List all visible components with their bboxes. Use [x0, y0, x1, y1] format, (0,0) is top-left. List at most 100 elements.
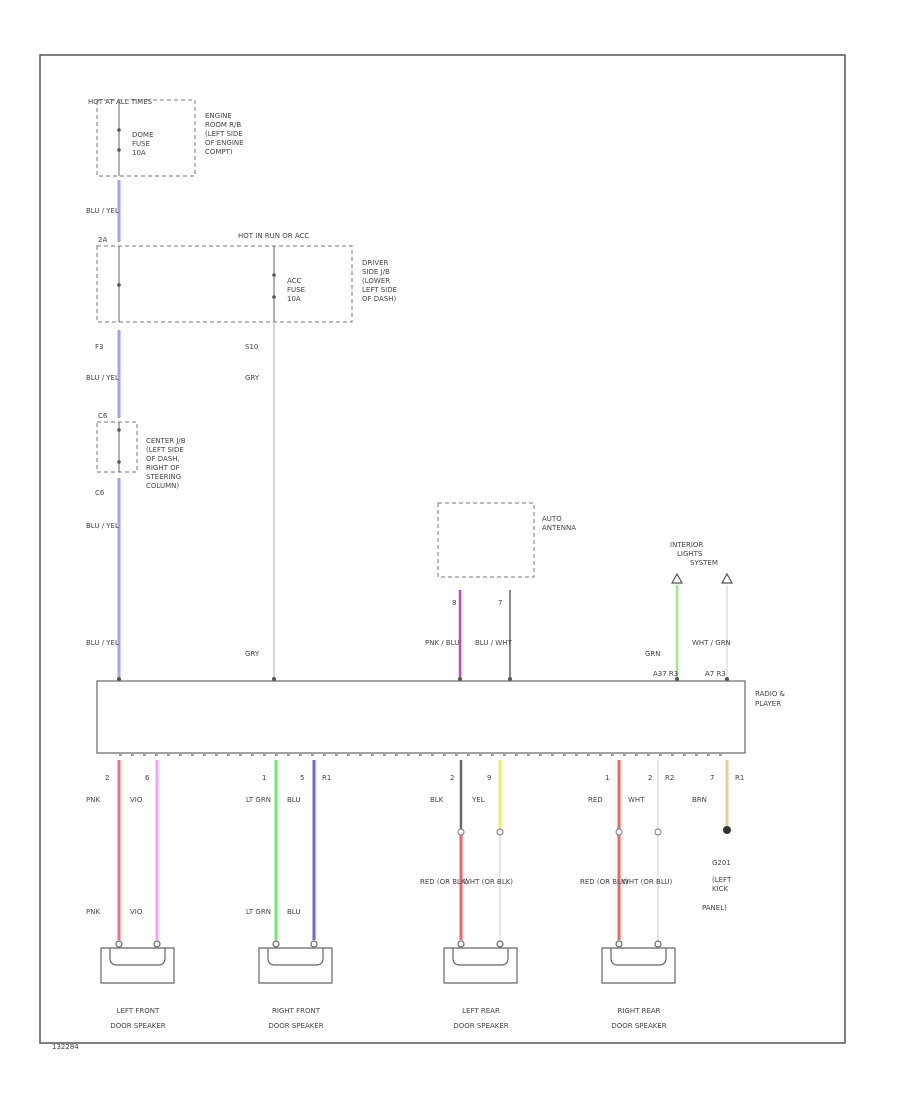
pin-label: 7	[498, 599, 502, 607]
center-jb-location: STEERING	[146, 473, 181, 481]
acc-fuse-label: ACC	[287, 277, 302, 285]
speaker-label: LEFT REAR	[462, 1007, 500, 1015]
center-jb-location: (LEFT SIDE	[146, 446, 184, 454]
wire-color-label: RED (OR BLK)	[420, 878, 469, 886]
driver-jb-location: LEFT SIDE	[362, 286, 397, 294]
ground-label: G201	[712, 859, 731, 867]
connector-label: R1	[735, 774, 744, 782]
wire-color-label: VIO	[130, 796, 143, 804]
wire-color-label: BLU / YEL	[86, 207, 119, 215]
speaker-icon	[601, 940, 676, 984]
diagram-frame	[39, 54, 846, 1044]
engine-room-location: COMPT)	[205, 148, 233, 156]
wire-color-label: PNK / BLU	[425, 639, 459, 647]
speaker-label: LEFT FRONT	[117, 1007, 160, 1015]
speaker-label: RIGHT FRONT	[272, 1007, 321, 1015]
pin-label: 8	[452, 599, 456, 607]
speaker-label: DOOR SPEAKER	[453, 1022, 508, 1030]
wire-color-label: YEL	[471, 796, 485, 804]
engine-room-box	[96, 99, 196, 177]
pin-label: 5	[300, 774, 304, 782]
speaker-icon	[100, 940, 175, 984]
acc-fuse-terminal	[272, 273, 276, 277]
wire-color-label: BLU	[287, 796, 300, 804]
hot-at-all-times-label: HOT AT ALL TIMES	[88, 98, 153, 106]
wire-color-label: VIO	[130, 908, 143, 916]
driver-jb-box	[96, 245, 353, 323]
wire-color-label: RED	[588, 796, 603, 804]
center-jb-box	[96, 421, 138, 473]
engine-room-location: (LEFT SIDE	[205, 130, 243, 138]
wire-color-label: BLK	[430, 796, 444, 804]
wire-color-label: GRY	[245, 650, 260, 658]
interior-lights-arrow-icon	[720, 572, 734, 584]
interior-lights-label: INTERIOR	[670, 541, 703, 549]
interior-lights-label: LIGHTS	[677, 550, 703, 558]
splice-connector	[615, 828, 623, 836]
acc-fuse-label: FUSE	[287, 286, 305, 294]
wire-color-label: WHT (OR BLK)	[463, 878, 513, 886]
driver-jb-location: OF DASH)	[362, 295, 397, 303]
auto-antenna-label: ANTENNA	[542, 524, 576, 532]
splice-connector	[654, 828, 662, 836]
connector-label: 2A	[98, 236, 107, 244]
wire-color-label: WHT (OR BLU)	[622, 878, 672, 886]
center-jb-location: CENTER J/B	[146, 437, 186, 445]
figure-id: 132284	[52, 1043, 79, 1051]
pin-label: 2	[450, 774, 454, 782]
pin-label: 2	[648, 774, 652, 782]
connector-label: R1	[322, 774, 331, 782]
speaker-label: RIGHT REAR	[617, 1007, 660, 1015]
dome-fuse-terminal	[117, 128, 121, 132]
engine-room-location: OF ENGINE	[205, 139, 244, 147]
dome-fuse-label: FUSE	[132, 140, 150, 148]
interior-lights-arrow-icon	[670, 572, 684, 584]
dome-fuse-label: DOME	[132, 131, 153, 139]
wire-color-label: BLU / YEL	[86, 522, 119, 530]
wire-color-label: BLU / WHT	[475, 639, 512, 647]
splice-connector	[457, 828, 465, 836]
center-jb-location: OF DASH,	[146, 455, 180, 463]
acc-fuse-terminal	[272, 295, 276, 299]
engine-room-location: ENGINE	[205, 112, 232, 120]
driver-jb-location: (LOWER	[362, 277, 390, 285]
connector-label: R2	[665, 774, 674, 782]
ground-label: KICK	[712, 885, 729, 893]
wire-color-label: LT GRN	[246, 796, 271, 804]
connector-label: A37 R3	[653, 670, 678, 678]
wire-color-label: PNK	[86, 796, 100, 804]
connector-label: F3	[95, 343, 103, 351]
speaker-label: DOOR SPEAKER	[611, 1022, 666, 1030]
engine-room-location: ROOM R/B	[205, 121, 241, 129]
radio-player-label: RADIO &	[755, 690, 786, 698]
pin-label: 1	[605, 774, 609, 782]
pin-label: 2	[105, 774, 109, 782]
center-jb-location: COLUMN)	[146, 482, 179, 490]
interior-lights-label: SYSTEM	[690, 559, 718, 567]
connector-label: A7 R3	[705, 670, 726, 678]
pin-label: 1	[262, 774, 266, 782]
ground-label: PANEL)	[702, 904, 727, 912]
hot-in-run-label: HOT IN RUN OR ACC	[238, 232, 309, 240]
connector-label: C6	[98, 412, 108, 420]
driver-jb-location: DRIVER	[362, 259, 389, 267]
wire-color-label: GRY	[245, 374, 260, 382]
speaker-icon	[258, 940, 333, 984]
connector-label: S10	[245, 343, 258, 351]
acc-fuse-label: 10A	[287, 295, 301, 303]
dome-fuse-label: 10A	[132, 149, 146, 157]
wire-color-label: BLU / YEL	[86, 639, 119, 647]
radio-player-box	[96, 680, 746, 754]
wire-color-label: BRN	[692, 796, 707, 804]
ground-label: (LEFT	[712, 876, 732, 884]
dome-fuse-terminal	[117, 148, 121, 152]
radio-player-label: PLAYER	[755, 700, 781, 708]
jb-terminal	[117, 283, 121, 287]
wire-color-label: RED (OR BLK)	[580, 878, 629, 886]
splice-connector	[496, 828, 504, 836]
center-jb-location: RIGHT OF	[146, 464, 180, 472]
radio-top-terminals	[117, 677, 729, 681]
ground-icon	[723, 826, 731, 834]
wire-color-label: WHT / GRN	[692, 639, 731, 647]
